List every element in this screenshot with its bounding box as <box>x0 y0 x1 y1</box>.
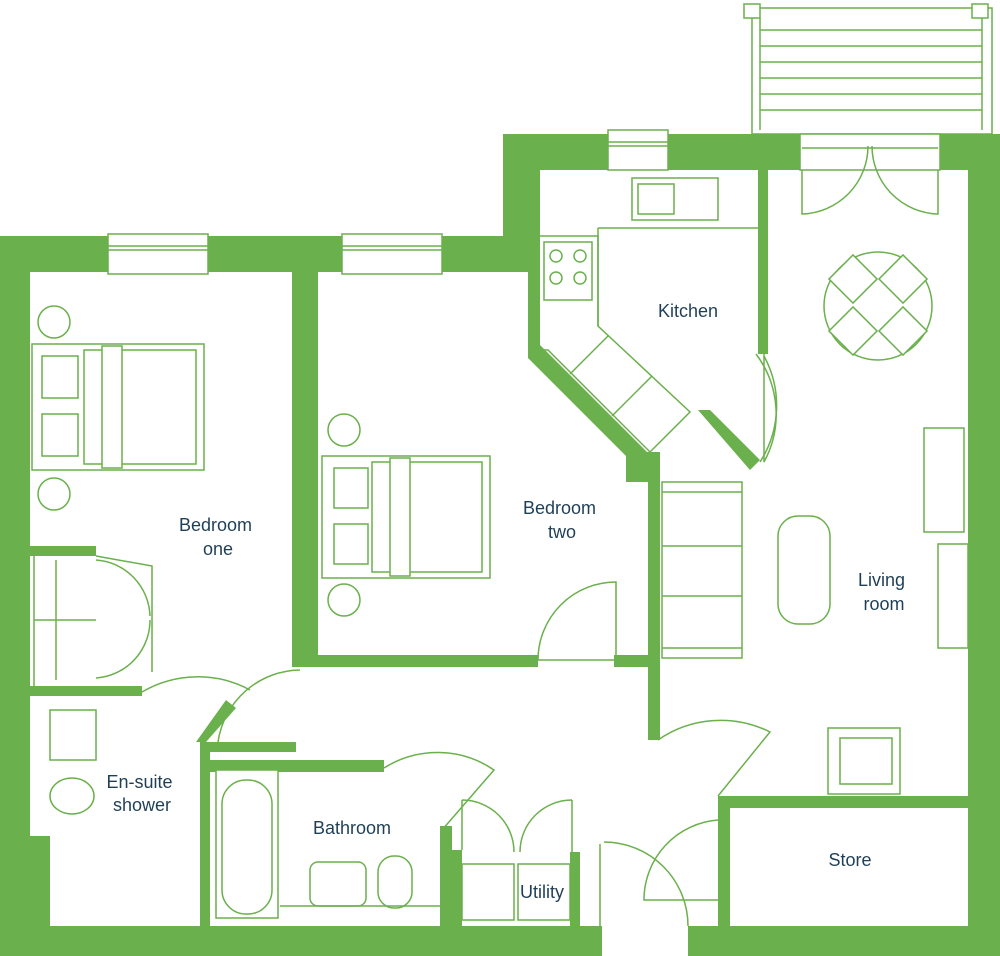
ensuite-sink <box>49 709 97 761</box>
walls <box>0 134 1000 956</box>
wall-ensuite-top <box>30 686 142 696</box>
door-kitchen <box>755 353 777 463</box>
kitchen-counter <box>540 177 758 454</box>
window-kitchen <box>607 129 669 171</box>
windows <box>107 129 669 275</box>
wall-bathroom-top <box>200 760 384 772</box>
door-living-room <box>657 719 772 797</box>
outer-wall-top-bedroom-one <box>0 236 110 272</box>
tv-unit <box>923 427 965 533</box>
wall-bathroom-left <box>200 752 210 926</box>
wall-wardrobe-top <box>30 546 96 556</box>
wall-utility-left <box>452 850 462 926</box>
lamp-icon <box>327 413 361 447</box>
lamp-icon <box>37 477 71 511</box>
balcony-frame <box>751 7 993 135</box>
coffee-table <box>777 515 831 625</box>
wall-kitchen-diagonal-short <box>698 410 760 470</box>
label-store: Store <box>828 850 871 870</box>
door-utility-right <box>519 799 573 853</box>
wall-bedroom-divider <box>292 262 318 666</box>
bathroom-toilet <box>377 855 413 909</box>
outer-wall-top-bedroom-mid <box>205 236 345 272</box>
outer-wall-bottom-right <box>688 926 1000 956</box>
door-bathroom <box>383 751 496 831</box>
label-bathroom: Bathroom <box>313 818 391 838</box>
door-bedroom-two <box>537 581 617 661</box>
ensuite-toilet <box>49 777 95 815</box>
outer-wall-left <box>0 236 30 956</box>
bathroom-sink <box>309 861 367 907</box>
bed-bedroom-two <box>321 455 491 579</box>
door-store <box>643 819 719 901</box>
door-entrance <box>599 841 689 927</box>
door-balcony-left <box>801 145 869 215</box>
door-wardrobe <box>95 555 153 679</box>
balcony <box>743 3 993 135</box>
outer-wall-bottom-left <box>0 926 602 956</box>
label-bedroom-one: Bedroom one <box>179 515 257 559</box>
bed-bedroom-one <box>31 343 205 471</box>
dryer <box>517 863 571 921</box>
wall-hall-left-stub <box>200 742 296 752</box>
wall-store-left <box>718 796 730 926</box>
outer-wall-right <box>968 134 1000 956</box>
label-bedroom-two: Bedroom two <box>523 498 601 542</box>
wall-kitchen-right <box>758 170 768 354</box>
wall-hall-diagonal <box>196 700 236 742</box>
outer-wall-top-kitchen-right <box>668 134 802 170</box>
wall-store-top <box>718 796 968 808</box>
window-bedroom-two <box>341 233 443 275</box>
door-utility-left <box>461 799 515 853</box>
outer-wall-top-kitchen-left <box>503 134 610 170</box>
room-labels: Bedroom one Bedroom two Kitchen Living r… <box>106 301 910 902</box>
ensuite-bottom-left-block <box>30 836 50 926</box>
wall-kitchen-diagonal <box>528 272 660 478</box>
wardrobe <box>33 556 96 686</box>
lamp-icon <box>327 583 361 617</box>
doors <box>95 133 941 927</box>
wall-bedroom-two-bottom <box>292 655 538 667</box>
label-living-room: Living room <box>858 570 910 614</box>
dining-table <box>823 251 933 361</box>
hob <box>543 241 593 301</box>
window-bedroom-one <box>107 233 209 275</box>
label-ensuite: En-suite shower <box>106 772 177 815</box>
door-ensuite <box>217 669 301 743</box>
label-utility: Utility <box>520 882 564 902</box>
lamp-icon <box>37 305 71 339</box>
door-balcony-right <box>871 145 939 215</box>
wall-bathroom-right <box>440 826 452 926</box>
wall-living-left <box>648 458 660 740</box>
furniture <box>31 177 969 921</box>
door-bedroom-one <box>141 676 251 693</box>
wall-utility-right <box>570 852 580 926</box>
label-kitchen: Kitchen <box>658 301 718 321</box>
sideboard <box>937 543 969 649</box>
sofa <box>661 481 743 659</box>
washer <box>461 863 515 921</box>
